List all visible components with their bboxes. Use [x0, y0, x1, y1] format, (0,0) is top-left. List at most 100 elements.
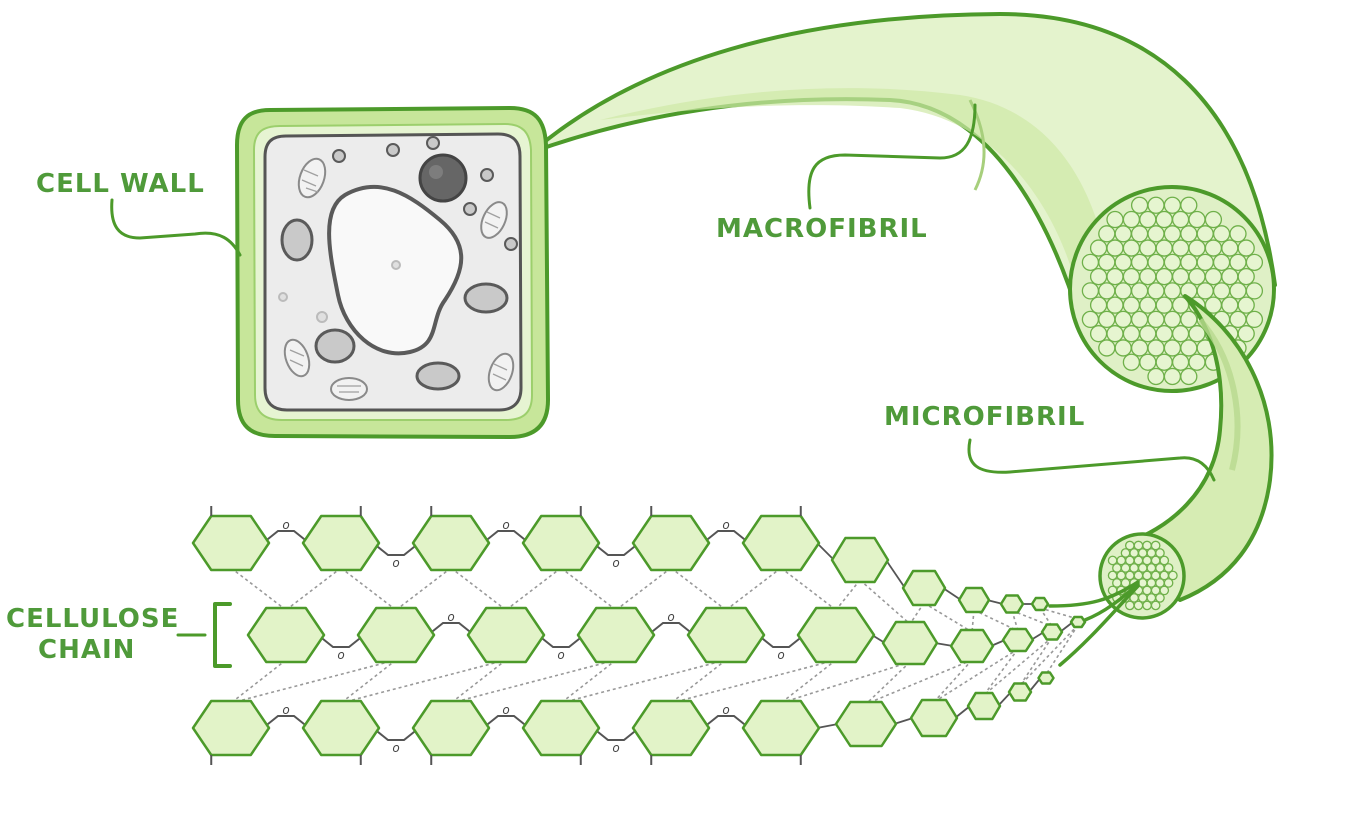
oxygen-link-label: o [777, 648, 784, 662]
microfibril-strand [1122, 239, 1141, 257]
microfibril-strand [1163, 225, 1182, 243]
glucose-ring [957, 586, 991, 614]
microfibril-strand [1221, 267, 1239, 286]
cell-wall-text: CELL WALL [36, 169, 205, 199]
microfibril-strand [1147, 339, 1165, 357]
microfibril-strand [1196, 253, 1214, 271]
glucose-ring [881, 620, 939, 666]
microfibril-strand [1122, 210, 1141, 229]
microfibril-strand [1188, 325, 1206, 343]
microfibril-strand [1098, 225, 1116, 243]
hydrogen-bond [865, 659, 973, 705]
microfibril-strand [1237, 325, 1255, 343]
oxygen-link-label: o [282, 518, 289, 532]
microfibril-strand [1147, 367, 1165, 386]
glucose-ring [830, 536, 890, 584]
cellulose-strand [1142, 600, 1152, 611]
microfibril-strand [1237, 296, 1255, 314]
glucose-ring [796, 606, 876, 664]
glucose-ring [411, 699, 491, 757]
microfibril-strand [1237, 267, 1255, 286]
cellulose-chain-row: o o o o o [191, 506, 1050, 614]
glucose-ring [301, 514, 381, 572]
microfibril-strand [1081, 310, 1100, 329]
microfibril-strand [1147, 310, 1165, 329]
microfibril-strand [1122, 325, 1141, 343]
glycosidic-bond [816, 542, 835, 561]
glycosidic-bond [757, 634, 805, 648]
hydrogen-bond [340, 659, 507, 704]
glycosidic-bond [816, 723, 839, 729]
microfibril-strand [1212, 282, 1231, 300]
cellulose-strand [1155, 593, 1165, 603]
microfibril-strand [1163, 196, 1182, 214]
oxygen-link-label: o [722, 518, 729, 532]
hydrogen-bond [230, 659, 287, 704]
oxygen-link-label: o [612, 556, 619, 570]
microfibril-strand [1114, 310, 1132, 329]
microfibril-strand [1163, 339, 1182, 357]
microfibril-strand [1245, 282, 1264, 300]
hydrogen-bond [835, 579, 861, 611]
microfibril-strand [1106, 296, 1124, 314]
hydrogen-bond [450, 659, 507, 704]
microfibril-strand [1114, 282, 1132, 300]
oxygen-link-label: o [447, 610, 454, 624]
glucose-ring [949, 628, 995, 664]
microfibril-strand [1130, 339, 1149, 357]
microfibril-strand [1204, 239, 1223, 257]
glucose-ring [901, 569, 947, 607]
glucose-ring [1030, 596, 1050, 612]
microfibril-strand [1245, 253, 1264, 271]
hydrogen-bond [780, 659, 837, 704]
microfibril-strand [1155, 296, 1173, 314]
microfibril-strand [1106, 239, 1124, 257]
cellulose-strand [1155, 548, 1165, 558]
microfibril-strand [1139, 296, 1157, 314]
cellulose-strand [1150, 600, 1161, 611]
microfibril-strand [1221, 296, 1239, 314]
oxygen-link-label: o [502, 518, 509, 532]
hydrogen-bond [560, 659, 727, 704]
microfibril-strand [1106, 210, 1124, 229]
microfibril-strand [1171, 239, 1190, 257]
microfibril-strand [1122, 267, 1141, 286]
oxygen-link-label: o [392, 556, 399, 570]
glucose-ring [521, 514, 601, 572]
microfibril-strand [1089, 267, 1108, 286]
glucose-ring [466, 606, 546, 664]
oxygen-link-label: o [667, 610, 674, 624]
glycosidic-bond [482, 715, 530, 729]
glycosidic-bond [262, 715, 310, 729]
mitochondrion-icon [283, 157, 515, 401]
glycosidic-bond [592, 542, 640, 556]
microfibril-strand [1196, 282, 1214, 300]
hydrogen-bond [859, 579, 911, 625]
glycosidic-bond [537, 634, 585, 648]
glucose-ring [521, 699, 601, 757]
microfibril-strand [1139, 353, 1157, 371]
hydrogen-bond [1019, 624, 1079, 687]
microfibril-strand [1155, 239, 1173, 257]
microfibril-strand [1139, 267, 1157, 286]
glucose-ring [1040, 623, 1064, 641]
microfibril-strand [1130, 282, 1149, 300]
hydrogen-bond [865, 661, 911, 705]
oxygen-link-label: o [502, 703, 509, 717]
microfibril-strand [1180, 367, 1198, 386]
microfibril-strand [1221, 239, 1239, 257]
glycosidic-bond [702, 530, 750, 544]
microfibril-strand [1229, 253, 1247, 271]
microfibril-strand [1188, 353, 1206, 371]
hydrogen-bond [395, 567, 452, 611]
microfibril-text: MICROFIBRIL [884, 402, 1085, 432]
microfibril-label: MICROFIBRIL [884, 402, 1216, 482]
microfibril-strand [1106, 325, 1124, 343]
hydrogen-bond [973, 609, 1019, 632]
glucose-ring [191, 699, 271, 757]
microfibril-strand [1130, 253, 1149, 271]
oxygen-link-label: o [282, 703, 289, 717]
microfibril-strand [1237, 239, 1255, 257]
microfibril-strand [1204, 267, 1223, 286]
microfibril-strand [1229, 282, 1247, 300]
